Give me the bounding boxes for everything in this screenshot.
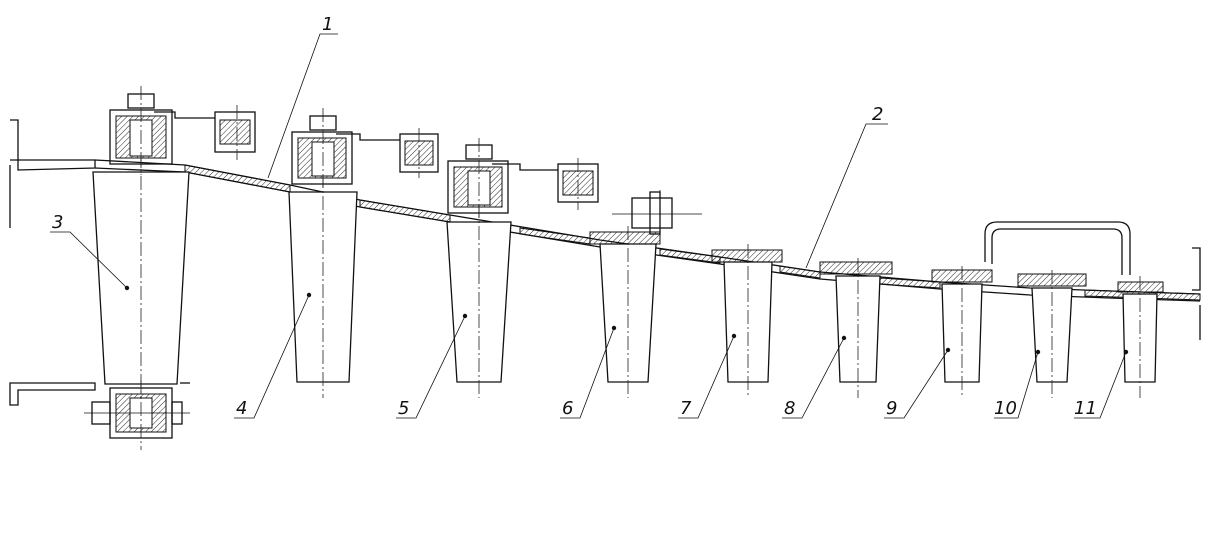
leader-4 (234, 294, 310, 419)
callout-7: 7 (680, 398, 692, 419)
callout-6: 6 (562, 398, 573, 419)
leader-10 (994, 351, 1039, 419)
leader-11 (1074, 351, 1127, 419)
carrier-bracket (984, 221, 1131, 275)
vane-platforms (589, 231, 1164, 293)
callout-11: 11 (1074, 398, 1097, 419)
callout-labels: 1 2 3 4 5 6 7 8 9 10 11 (52, 14, 1097, 419)
callout-8: 8 (784, 398, 795, 419)
fixture-stage-5 (447, 138, 599, 225)
callout-10: 10 (994, 398, 1017, 419)
leader-3 (50, 231, 128, 289)
callout-5: 5 (398, 398, 409, 419)
vane-group (92, 154, 1158, 400)
fixture-stage-4 (291, 108, 439, 195)
leader-1 (267, 33, 338, 179)
leader-6 (560, 327, 615, 419)
casing-wall (9, 119, 1201, 406)
fixture-stage-3 (109, 86, 256, 175)
callout-9: 9 (886, 398, 897, 419)
leader-5 (396, 315, 466, 419)
callout-leaders (50, 33, 1127, 419)
callout-4: 4 (236, 398, 247, 419)
fixture-stage-3-bottom (84, 380, 190, 450)
bolt-stage-6 (612, 190, 702, 238)
callout-2: 2 (872, 104, 883, 125)
callout-1: 1 (322, 14, 333, 35)
leader-8 (782, 337, 845, 419)
callout-3: 3 (52, 212, 63, 233)
leader-7 (678, 335, 735, 419)
leader-9 (884, 349, 949, 419)
vane-10 (1031, 287, 1073, 383)
leader-2 (805, 123, 888, 269)
